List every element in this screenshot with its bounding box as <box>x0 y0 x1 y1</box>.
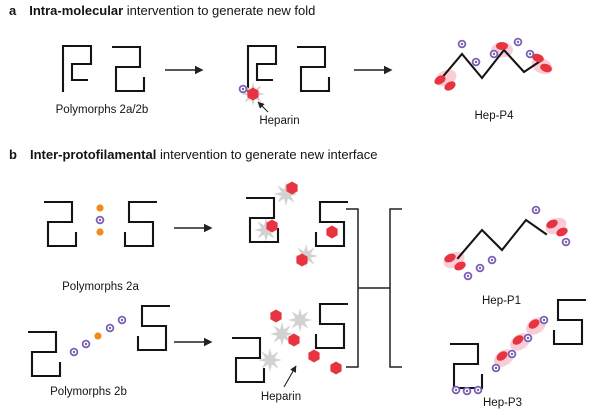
heparin-leader-arrow <box>283 365 297 388</box>
panel-a-title-bold: Intra-molecular <box>29 3 124 18</box>
polymorphs-2a-diagram <box>42 200 159 248</box>
purple-ring-icon <box>471 57 481 67</box>
purple-ring-icon <box>69 347 79 357</box>
protofilament-fold <box>456 218 548 260</box>
arrow-right-icon <box>353 65 394 75</box>
arrow-right-icon <box>173 337 214 347</box>
purple-ring-icon <box>81 339 91 349</box>
panel-b-header: b Inter-protofilamental intervention to … <box>9 147 378 163</box>
purple-ring-icon <box>487 255 497 265</box>
protofilament-fold <box>246 44 278 94</box>
protofilament-fold <box>61 44 93 94</box>
heparin-label-b: Heparin <box>260 391 302 403</box>
protofilament-fold <box>136 304 172 352</box>
heparin-hexagon-icon <box>330 361 342 375</box>
purple-ring-icon <box>531 205 541 215</box>
heparin-addition-diagram <box>238 44 331 113</box>
panel-a-header: a Intra-molecular intervention to genera… <box>9 3 315 19</box>
hep-p1-diagram <box>440 205 571 281</box>
polymorphs-2a2b-diagram <box>61 44 146 94</box>
polymorphs-2b-diagram <box>26 304 172 378</box>
heparin-label-a: Heparin <box>259 115 300 127</box>
purple-ring-icon <box>507 349 517 359</box>
protofilament-fold <box>123 200 159 248</box>
panel-b-title-bold: Inter-protofilamental <box>29 147 157 162</box>
purple-ring-icon <box>475 263 485 273</box>
panel-b-title: Inter-protofilamental intervention to ge… <box>30 147 378 163</box>
arrow-right-icon <box>164 65 205 75</box>
polymorphs-2a2b-label: Polymorphs 2a/2b <box>55 104 149 116</box>
hep-p3-diagram <box>448 298 588 396</box>
purple-ring-icon <box>539 315 549 325</box>
protofilament-fold <box>26 330 62 378</box>
purple-ring-icon <box>513 37 523 47</box>
polymorphs-2b-heparin-diagram <box>230 302 350 388</box>
heparin-leader-arrow <box>257 101 269 113</box>
arrow-right-icon <box>353 65 394 75</box>
heparin-hexagon-icon <box>288 333 300 347</box>
protofilament-fold <box>448 342 484 390</box>
panel-a-title: Intra-molecular intervention to generate… <box>29 3 315 19</box>
starburst-icon <box>258 348 282 372</box>
hep-p4-diagram <box>432 37 556 93</box>
purple-ring-icon <box>457 39 467 49</box>
starburst-icon <box>288 308 312 332</box>
hep-p4-label: Hep-P4 <box>474 110 514 122</box>
protofilament-fold <box>295 45 331 93</box>
purple-ring-icon <box>525 49 535 59</box>
purple-ring-icon <box>523 333 533 343</box>
panel-b-letter: b <box>9 147 17 162</box>
polymorphs-2b-label: Polymorphs 2b <box>50 386 127 398</box>
protofilament-fold <box>110 45 146 93</box>
polymorphs-2a-label: Polymorphs 2a <box>62 281 139 293</box>
heparin-hexagon-icon <box>326 225 338 239</box>
panel-a-letter: a <box>9 3 17 18</box>
polymorphs-2a-heparin-diagram <box>244 181 350 268</box>
merge-bracket-icon <box>346 208 402 368</box>
hep-p3-label: Hep-P3 <box>483 397 522 409</box>
purple-ring-icon <box>451 385 461 395</box>
hep-p1-label: Hep-P1 <box>482 295 521 307</box>
purple-ring-icon <box>105 323 115 333</box>
arrow-right-icon <box>173 337 214 347</box>
purple-ring-icon <box>463 271 473 281</box>
panel-a-title-rest: intervention to generate new fold <box>123 3 316 18</box>
orange-dot-icon <box>96 228 104 236</box>
orange-dot-icon <box>96 204 104 212</box>
purple-ring-icon <box>462 386 472 396</box>
orange-dot-icon <box>94 332 102 340</box>
arrow-right-icon <box>173 223 214 233</box>
protofilament-fold <box>438 48 544 82</box>
heparin-hexagon-icon <box>308 349 320 363</box>
purple-ring-icon <box>117 315 127 325</box>
arrow-right-icon <box>173 223 214 233</box>
purple-ring-icon <box>491 363 501 373</box>
purple-ring-icon <box>238 84 248 94</box>
arrow-right-icon <box>164 65 205 75</box>
protofilament-fold <box>552 298 588 346</box>
purple-ring-icon <box>95 215 105 225</box>
panel-b-title-rest: intervention to generate new interface <box>156 147 378 162</box>
red-blob-icon <box>496 42 508 50</box>
heparin-hexagon-icon <box>270 309 282 323</box>
purple-ring-icon <box>561 237 571 247</box>
bracket-left <box>346 208 359 368</box>
purple-ring-icon <box>473 385 483 395</box>
purple-ring-icon <box>489 49 499 59</box>
protofilament-fold <box>42 200 78 248</box>
bracket-right <box>389 208 402 368</box>
